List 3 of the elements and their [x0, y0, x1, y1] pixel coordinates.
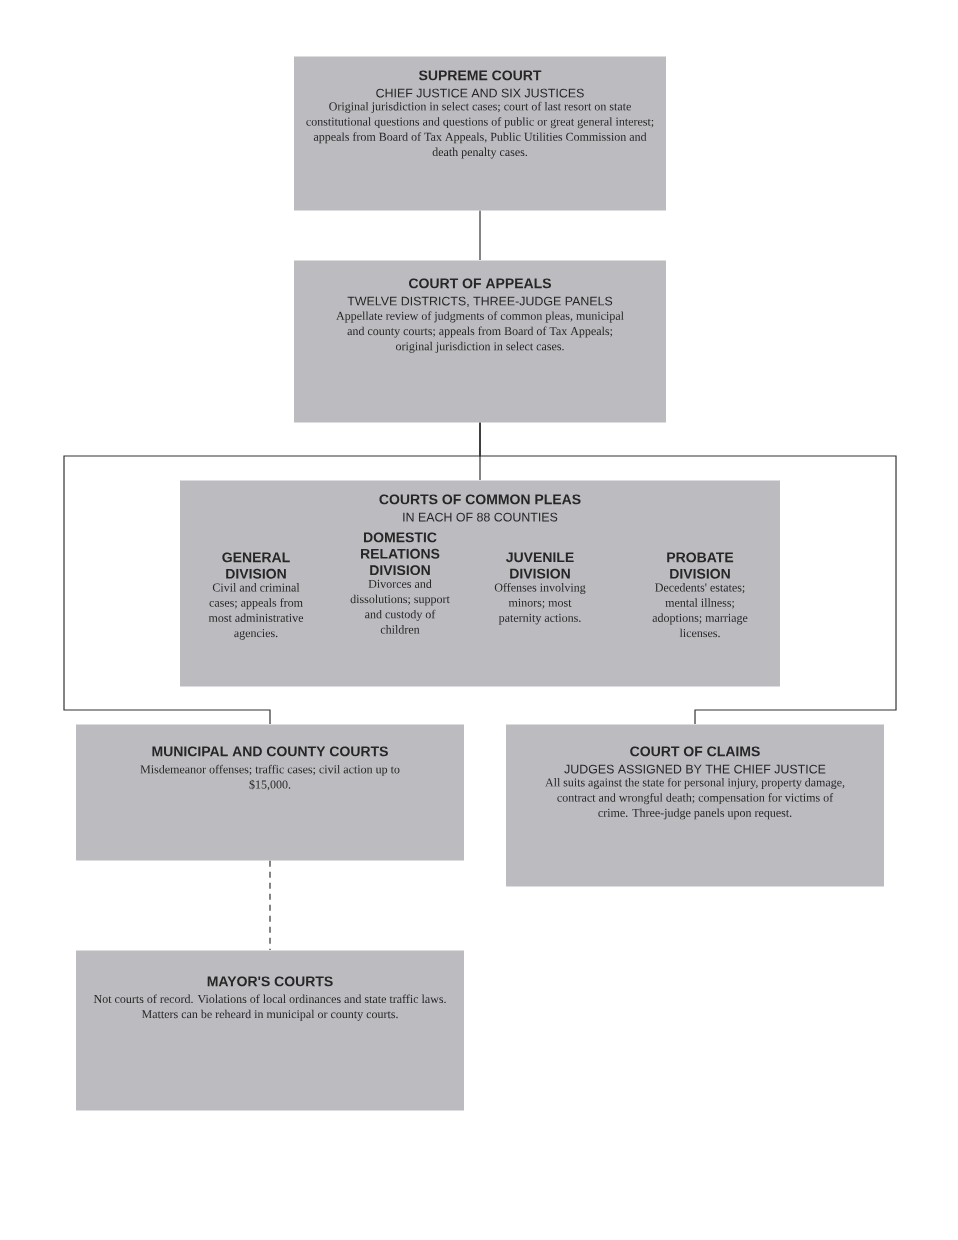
connector-line	[479, 210, 481, 261]
connector-line	[269, 860, 271, 951]
connector-line	[479, 422, 897, 725]
